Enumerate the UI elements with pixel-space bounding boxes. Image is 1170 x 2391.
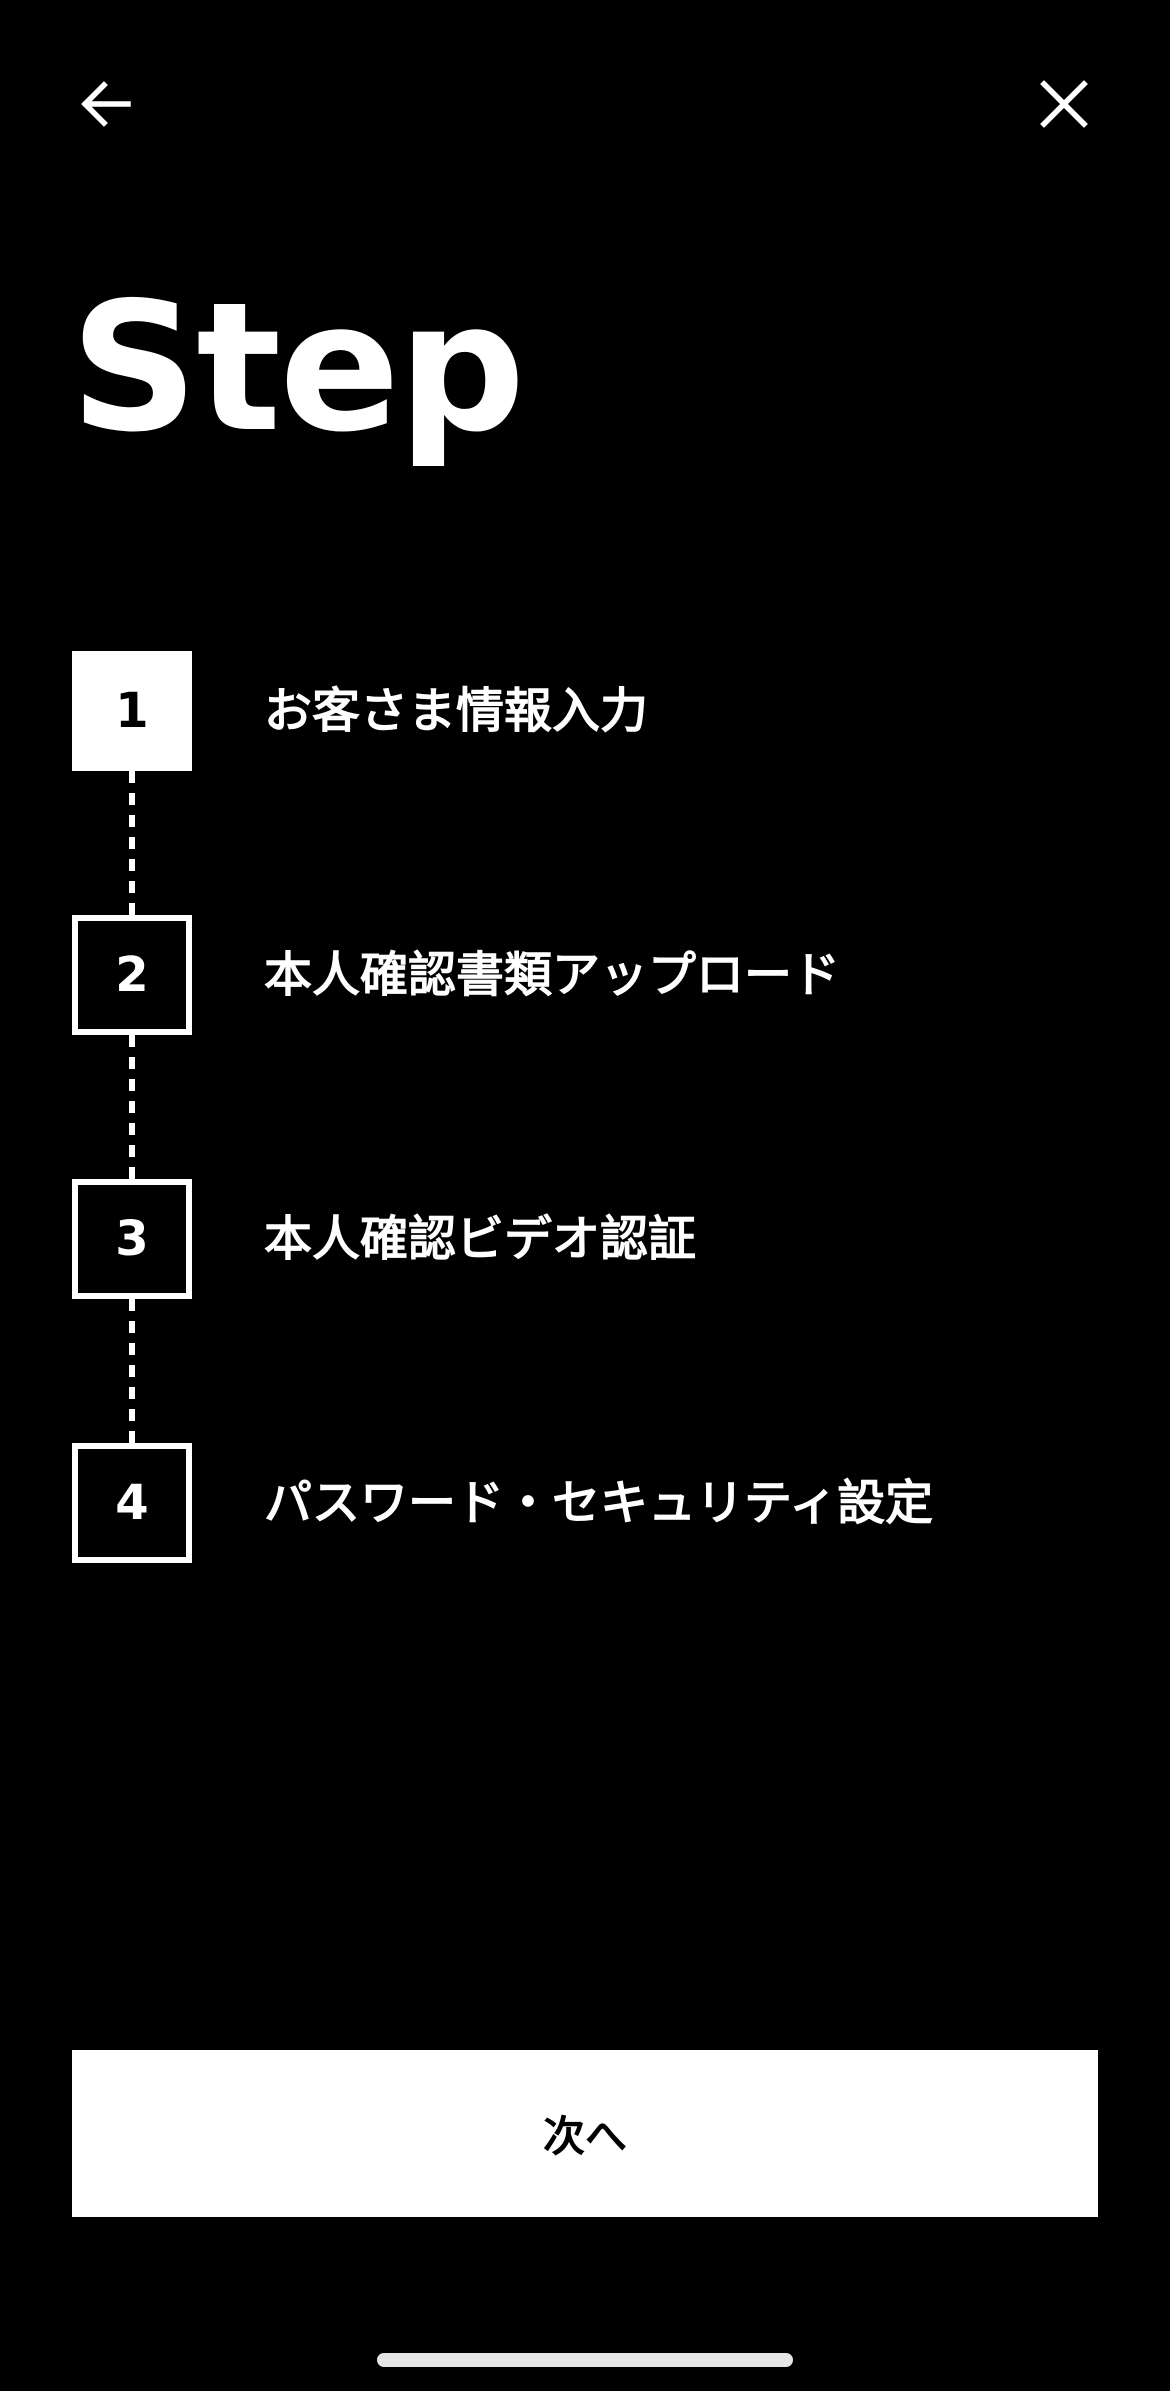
close-button[interactable] <box>1016 56 1112 152</box>
step-number-box: 4 <box>72 1443 192 1563</box>
page-title: Step <box>70 264 525 471</box>
step-item-4: 4 パスワード・セキュリティ設定 <box>72 1443 1112 1563</box>
step-item-1: 1 お客さま情報入力 <box>72 651 1112 771</box>
home-indicator <box>377 2353 793 2367</box>
step-label: 本人確認書類アップロード <box>264 947 841 1003</box>
step-label: お客さま情報入力 <box>264 683 649 739</box>
step-number-box: 1 <box>72 651 192 771</box>
close-icon <box>1040 80 1088 128</box>
step-label: 本人確認ビデオ認証 <box>264 1211 697 1267</box>
step-item-2: 2 本人確認書類アップロード <box>72 915 1112 1035</box>
step-connector <box>129 771 135 915</box>
next-button[interactable]: 次へ <box>72 2050 1098 2217</box>
arrow-left-icon <box>81 81 131 127</box>
step-list: 1 お客さま情報入力 2 本人確認書類アップロード 3 本人確認ビデオ認証 4 … <box>72 651 1112 1563</box>
back-button[interactable] <box>58 56 154 152</box>
step-connector <box>129 1299 135 1443</box>
step-number-box: 3 <box>72 1179 192 1299</box>
step-label: パスワード・セキュリティ設定 <box>264 1475 934 1531</box>
step-number-box: 2 <box>72 915 192 1035</box>
step-item-3: 3 本人確認ビデオ認証 <box>72 1179 1112 1299</box>
step-connector <box>129 1035 135 1179</box>
